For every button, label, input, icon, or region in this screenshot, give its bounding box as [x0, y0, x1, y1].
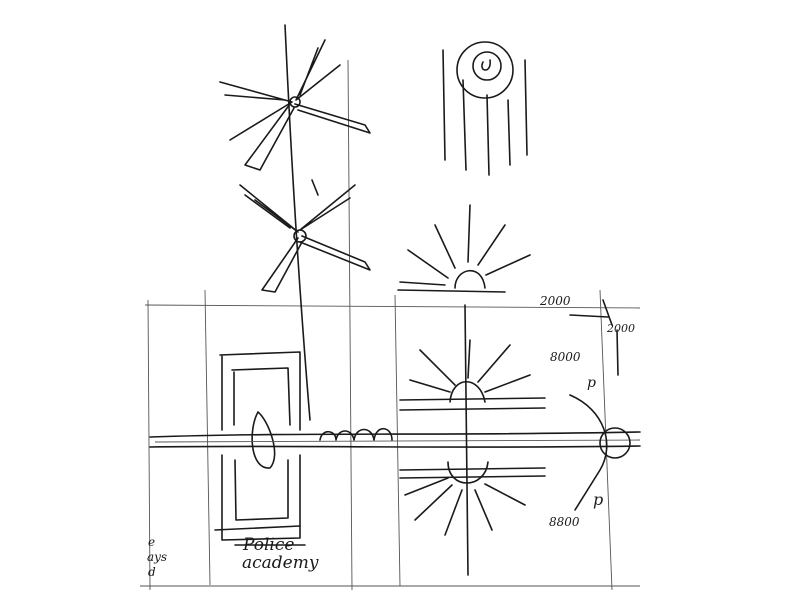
margin-note-3: d [148, 565, 156, 579]
label-academy: academy [242, 553, 319, 573]
dimension-lower: 8800 [549, 515, 580, 529]
dimension-right: 2000 [607, 322, 635, 335]
windmill-bottom [239, 179, 371, 293]
letter-p-upper: p [587, 375, 596, 391]
margin-note-1: e [148, 535, 156, 549]
sun-rain-symbol [442, 41, 528, 176]
windmill-top [219, 24, 371, 421]
left-building [214, 351, 306, 546]
margin-note-2: ays [147, 550, 168, 564]
road [149, 427, 641, 448]
letter-p-lower: p [593, 490, 604, 509]
dimension-upper: 8000 [550, 350, 581, 364]
label-police: Police [243, 535, 295, 555]
dimension-top: 2000 [540, 294, 571, 308]
radial-structure [399, 299, 631, 576]
grid-lines [140, 59, 641, 591]
rising-sun [397, 204, 531, 293]
